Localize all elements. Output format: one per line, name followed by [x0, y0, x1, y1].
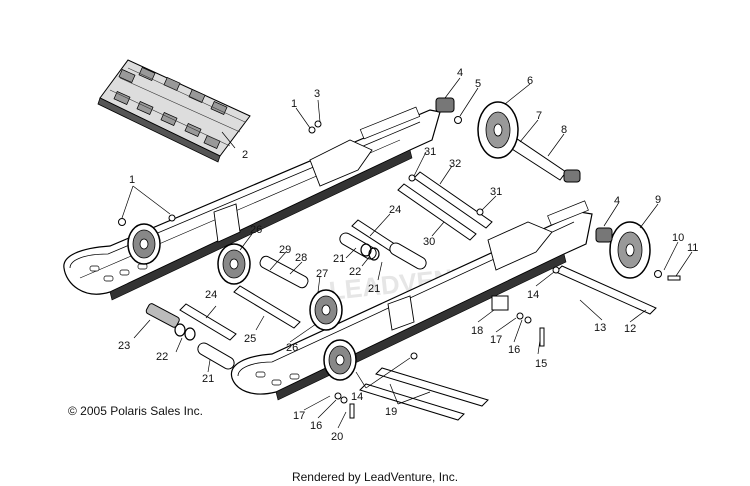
callout-3: 3 — [314, 88, 320, 100]
upper-bracket — [213, 139, 373, 243]
idler-wheels — [127, 223, 357, 381]
callout-21: 21 — [368, 283, 380, 295]
callout-7: 7 — [536, 110, 542, 122]
callout-21: 21 — [202, 373, 214, 385]
callout-24: 24 — [205, 289, 217, 301]
footer-text: Rendered by LeadVenture, Inc. — [291, 470, 459, 484]
callout-8: 8 — [561, 124, 567, 136]
callout-9: 9 — [655, 194, 661, 206]
callout-14: 14 — [351, 391, 363, 403]
fasteners — [118, 116, 681, 419]
callout-19: 19 — [385, 406, 397, 418]
pivot-block — [491, 295, 509, 311]
callout-4: 4 — [614, 195, 620, 207]
callout-30: 30 — [423, 236, 435, 248]
callout-15: 15 — [535, 358, 547, 370]
callout-4: 4 — [457, 67, 463, 79]
callout-6: 6 — [527, 75, 533, 87]
callout-1: 1 — [291, 98, 297, 110]
callout-31: 31 — [424, 146, 436, 158]
callout-17: 17 — [490, 334, 502, 346]
callout-29: 29 — [279, 244, 291, 256]
callout-22: 22 — [349, 266, 361, 278]
callout-23: 23 — [118, 340, 130, 352]
callout-32: 32 — [449, 158, 461, 170]
rear-wheel-upper — [477, 101, 567, 181]
callout-5: 5 — [475, 78, 481, 90]
rear-wheel-lower — [609, 221, 651, 279]
callout-1: 1 — [129, 174, 135, 186]
callout-18: 18 — [471, 325, 483, 337]
callout-26: 26 — [250, 224, 262, 236]
callout-13: 13 — [594, 322, 606, 334]
slide-pad-block — [97, 59, 251, 163]
callout-27: 27 — [316, 268, 328, 280]
callout-10: 10 — [672, 232, 684, 244]
callout-22: 22 — [156, 351, 168, 363]
callout-21: 21 — [333, 253, 345, 265]
rubber-bumper — [145, 303, 180, 328]
callout-28: 28 — [295, 252, 307, 264]
copyright-text: © 2005 Polaris Sales Inc. — [68, 404, 203, 418]
washers — [174, 243, 380, 341]
leader-lines — [121, 77, 693, 429]
callout-14: 14 — [527, 289, 539, 301]
callout-numbers: 1 1 2 3 4 4 5 6 7 8 9 10 11 12 13 14 14 … — [118, 67, 698, 443]
callout-16: 16 — [310, 420, 322, 432]
callout-31: 31 — [490, 186, 502, 198]
spacer-tubes — [197, 232, 427, 370]
callout-24: 24 — [389, 204, 401, 216]
callout-2: 2 — [242, 149, 248, 161]
cross-shafts — [179, 171, 657, 421]
lower-bracket — [387, 221, 553, 331]
callout-25: 25 — [244, 333, 256, 345]
callout-16: 16 — [508, 344, 520, 356]
callout-26: 26 — [286, 342, 298, 354]
callout-12: 12 — [624, 323, 636, 335]
callout-11: 11 — [687, 242, 698, 254]
idler-shaft — [259, 255, 309, 289]
callout-17: 17 — [293, 410, 305, 422]
callout-20: 20 — [331, 431, 343, 443]
